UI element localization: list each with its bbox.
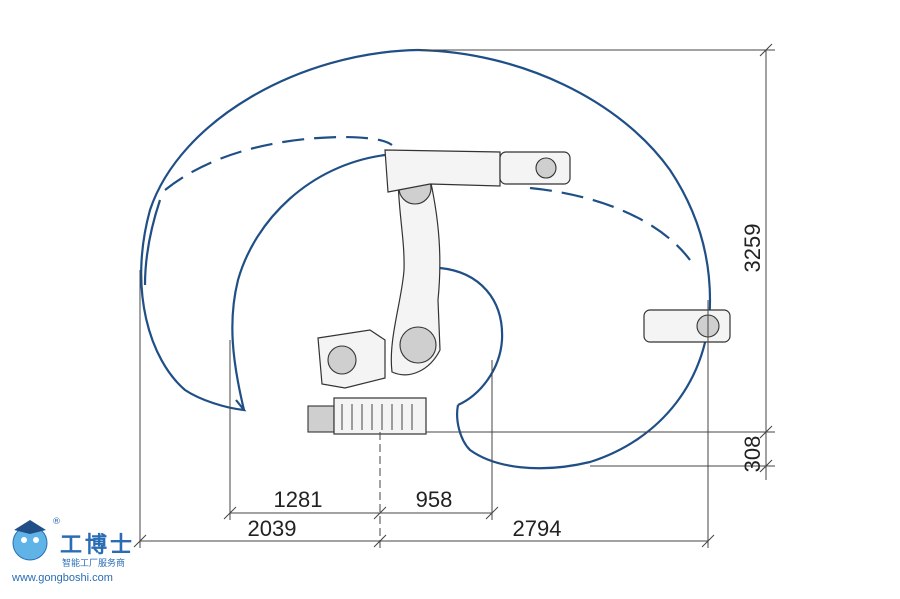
dashed-path-upper <box>164 135 393 191</box>
watermark-subtitle: 智能工厂服务商 <box>62 557 125 569</box>
wrist-flange <box>535 157 557 179</box>
mascot-cap-icon <box>14 520 46 534</box>
dim-label-offset: 308 <box>740 436 765 473</box>
dashed-path-right <box>529 186 691 261</box>
dim-horizontal-ticks <box>133 506 715 548</box>
dim-vertical-ticks <box>759 43 773 473</box>
dim-label-outer-left: 2039 <box>248 516 297 541</box>
robot-upper-arm <box>384 149 501 193</box>
industrial-robot <box>307 149 731 435</box>
watermark-logo: ® 工博士 智能工厂服务商 www.gongboshi.com <box>11 517 135 584</box>
outer-envelope-lower-right <box>456 299 712 470</box>
robot-base-ribs <box>341 404 413 430</box>
dimension-lines <box>133 43 775 548</box>
envelope-inner-hook <box>143 199 162 286</box>
robot-base-foot <box>307 405 335 433</box>
inner-envelope <box>231 153 386 411</box>
watermark-url: www.gongboshi.com <box>11 572 113 584</box>
dim-label-outer-right: 2794 <box>513 516 562 541</box>
mascot-eye-right <box>33 537 39 543</box>
robot-wrist <box>499 151 571 185</box>
outer-envelope-left <box>140 48 419 412</box>
dim-label-inner-right: 958 <box>416 487 453 512</box>
inner-envelope-right <box>439 266 504 407</box>
outer-envelope-right <box>417 48 712 301</box>
mascot-eye-left <box>21 537 27 543</box>
working-envelope <box>140 48 712 470</box>
watermark-mark: ® <box>52 517 61 527</box>
dim-label-height: 3259 <box>740 224 765 273</box>
watermark-brand: 工博士 <box>60 532 135 558</box>
robot-lower-arm <box>390 169 441 376</box>
dim-label-inner-left: 1281 <box>274 487 323 512</box>
motor-cap <box>327 345 357 375</box>
robot-base <box>333 397 427 435</box>
shoulder-joint <box>399 326 437 364</box>
